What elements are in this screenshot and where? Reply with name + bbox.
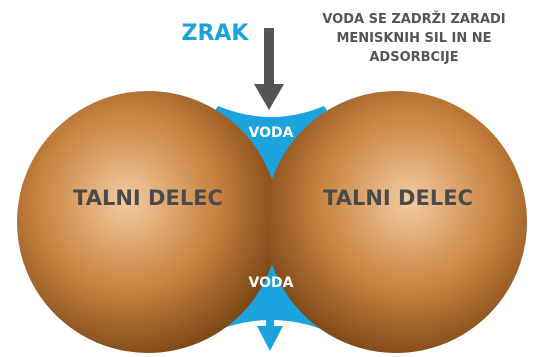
air-arrow-icon (254, 28, 284, 110)
air-label: ZRAK (181, 21, 249, 46)
soil-particle-label-left: TALNI DELEC (73, 186, 223, 210)
meniscus-note: VODA SE ZADRŽI ZARADI MENISKNIH SIL IN N… (322, 12, 506, 65)
water-label-top: VODA (248, 125, 294, 141)
soil-particle-label-right: TALNI DELEC (323, 186, 473, 210)
water-flow-arrow-icon (257, 292, 283, 351)
water-label-bottom: VODA (248, 275, 294, 291)
soil-particle-left (17, 91, 279, 353)
soil-particle-right (265, 91, 527, 353)
